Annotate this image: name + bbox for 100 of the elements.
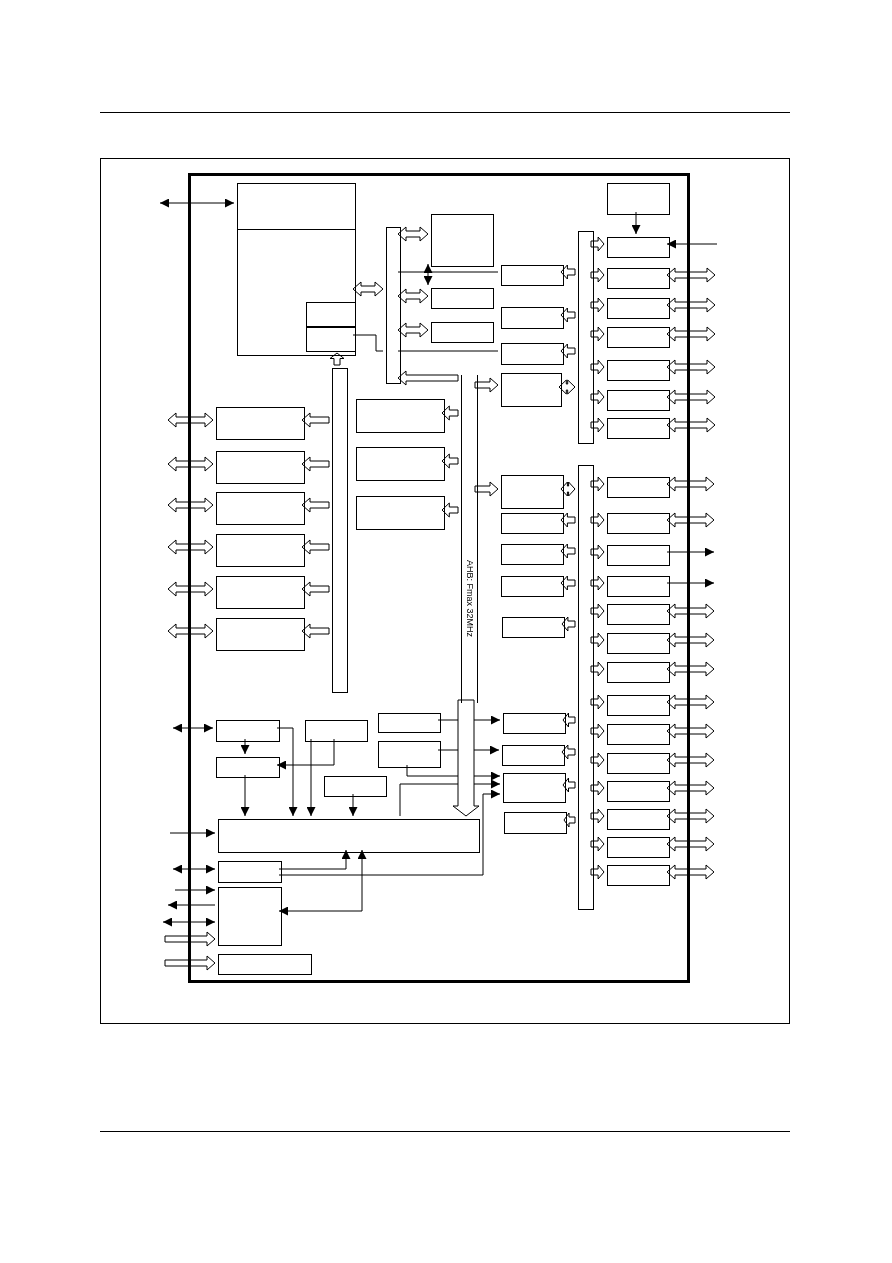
block-box [356, 496, 445, 530]
arrow [278, 789, 501, 876]
block-box [356, 399, 445, 433]
bus-arrow [666, 417, 716, 433]
block-box [501, 513, 564, 534]
bus-arrow [560, 575, 576, 591]
arrow [631, 211, 641, 235]
bus-arrow [666, 603, 715, 619]
bus-arrow [563, 812, 576, 828]
bus-arrow [590, 752, 605, 768]
block-box [216, 451, 305, 484]
block-box [356, 447, 445, 481]
block-box [607, 327, 670, 348]
block-box [306, 327, 356, 352]
bus-arrow [590, 512, 605, 528]
bus-arrow [441, 453, 459, 469]
block-box [607, 477, 670, 498]
bus-arrow [666, 512, 715, 528]
bus-arrow [441, 405, 459, 421]
block-box [607, 604, 670, 625]
block-box [378, 741, 441, 768]
bus-arrow [666, 326, 716, 342]
bus-bar [578, 231, 594, 444]
block-box [607, 418, 670, 439]
bus-arrow [397, 322, 429, 338]
block-box [607, 268, 670, 289]
bus-arrow [666, 808, 715, 824]
bus-arrow [590, 836, 605, 852]
bus-arrow [666, 864, 715, 880]
bus-arrow [301, 581, 330, 597]
bus-arrow [167, 456, 214, 472]
bus-arrow [167, 539, 214, 555]
bus-arrow [590, 544, 605, 560]
bus-arrow [666, 389, 716, 405]
block-box [501, 307, 564, 329]
block-box [607, 695, 670, 716]
bus-arrow [560, 343, 576, 359]
arrow [399, 779, 501, 817]
bus-arrow [666, 694, 715, 710]
block-box [501, 343, 564, 365]
block-box [431, 214, 494, 267]
block-box [324, 776, 387, 797]
bus-arrow [560, 512, 576, 528]
block-box [607, 865, 670, 886]
bus-arrow [561, 616, 576, 632]
arrow [167, 900, 216, 910]
bus-arrow [590, 632, 605, 648]
bus-arrow [474, 377, 499, 393]
bus-arrow [562, 712, 576, 728]
bus-arrow [167, 412, 214, 428]
bus-arrow [561, 744, 576, 760]
arrow [172, 723, 214, 733]
bus-arrow [590, 603, 605, 619]
arrow [240, 738, 250, 755]
bus-arrow [560, 264, 576, 280]
arrow [348, 793, 358, 817]
bus-arrow [397, 370, 459, 386]
bus-arrow [666, 359, 716, 375]
block-box [237, 183, 356, 356]
bus-arrow [590, 694, 605, 710]
bus-arrow [590, 326, 605, 342]
bus-arrow [666, 632, 715, 648]
bus-arrow [164, 955, 216, 971]
arrow [423, 263, 433, 286]
arrow [174, 885, 216, 895]
block-box [216, 757, 280, 778]
arrow [172, 864, 216, 874]
block-box [607, 298, 670, 319]
bus-arrow [301, 539, 330, 555]
arrow [306, 738, 316, 817]
bus-arrow [590, 864, 605, 880]
arrow [666, 578, 715, 588]
bus-arrow [560, 543, 576, 559]
block-box [607, 724, 670, 745]
bus-arrow [560, 481, 576, 497]
block-box [607, 183, 670, 215]
block-box [501, 265, 564, 286]
block-box [502, 617, 565, 638]
block-box [378, 713, 441, 733]
block-box [607, 390, 670, 411]
arrow [162, 917, 216, 927]
bus-arrow [666, 723, 715, 739]
block-box [607, 781, 670, 802]
block-box [607, 360, 670, 381]
block-box [216, 720, 280, 742]
block-box [501, 576, 564, 597]
bus-arrow [474, 481, 499, 497]
bus-arrow [590, 575, 605, 591]
bus-arrow [666, 297, 716, 313]
bus-arrow [666, 780, 715, 796]
bus-arrow [452, 699, 480, 817]
arrow [666, 239, 718, 249]
bus-bar [332, 368, 348, 693]
bus-arrow [167, 581, 214, 597]
bus-label: AHB: Fmax 32MHz [464, 560, 475, 637]
bus-arrow [167, 497, 214, 513]
arrow [240, 774, 250, 817]
block-box [501, 373, 562, 407]
bus-arrow [590, 476, 605, 492]
block-box [216, 534, 305, 567]
